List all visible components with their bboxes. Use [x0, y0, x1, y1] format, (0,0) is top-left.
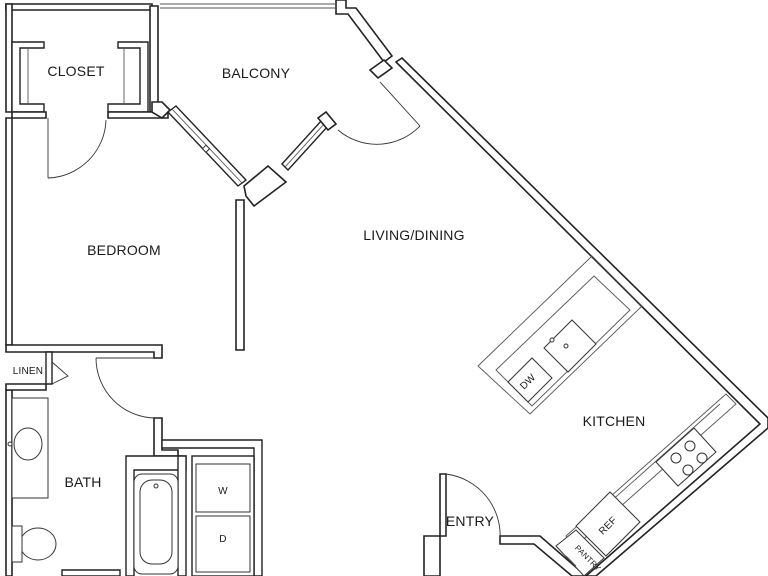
washer-label: W: [218, 486, 228, 497]
bath-label: BATH: [64, 474, 101, 490]
bath-fixtures: [7, 397, 179, 576]
exterior-walls: [5, 0, 768, 576]
balcony-walls: [151, 3, 421, 187]
living-dining-label: LIVING/DINING: [363, 227, 464, 243]
interior-walls: [5, 164, 588, 576]
linen-label: LINEN: [13, 366, 43, 377]
closet-label: CLOSET: [47, 63, 104, 79]
dryer-label: D: [219, 534, 226, 545]
kitchen-label: KITCHEN: [583, 413, 646, 429]
bedroom-label: BEDROOM: [87, 242, 161, 258]
balcony-label: BALCONY: [222, 65, 291, 81]
laundry-closet: [191, 455, 255, 576]
kitchen-fixtures: [477, 255, 737, 576]
entry-label: ENTRY: [446, 513, 495, 529]
closet-walls: [11, 5, 169, 179]
